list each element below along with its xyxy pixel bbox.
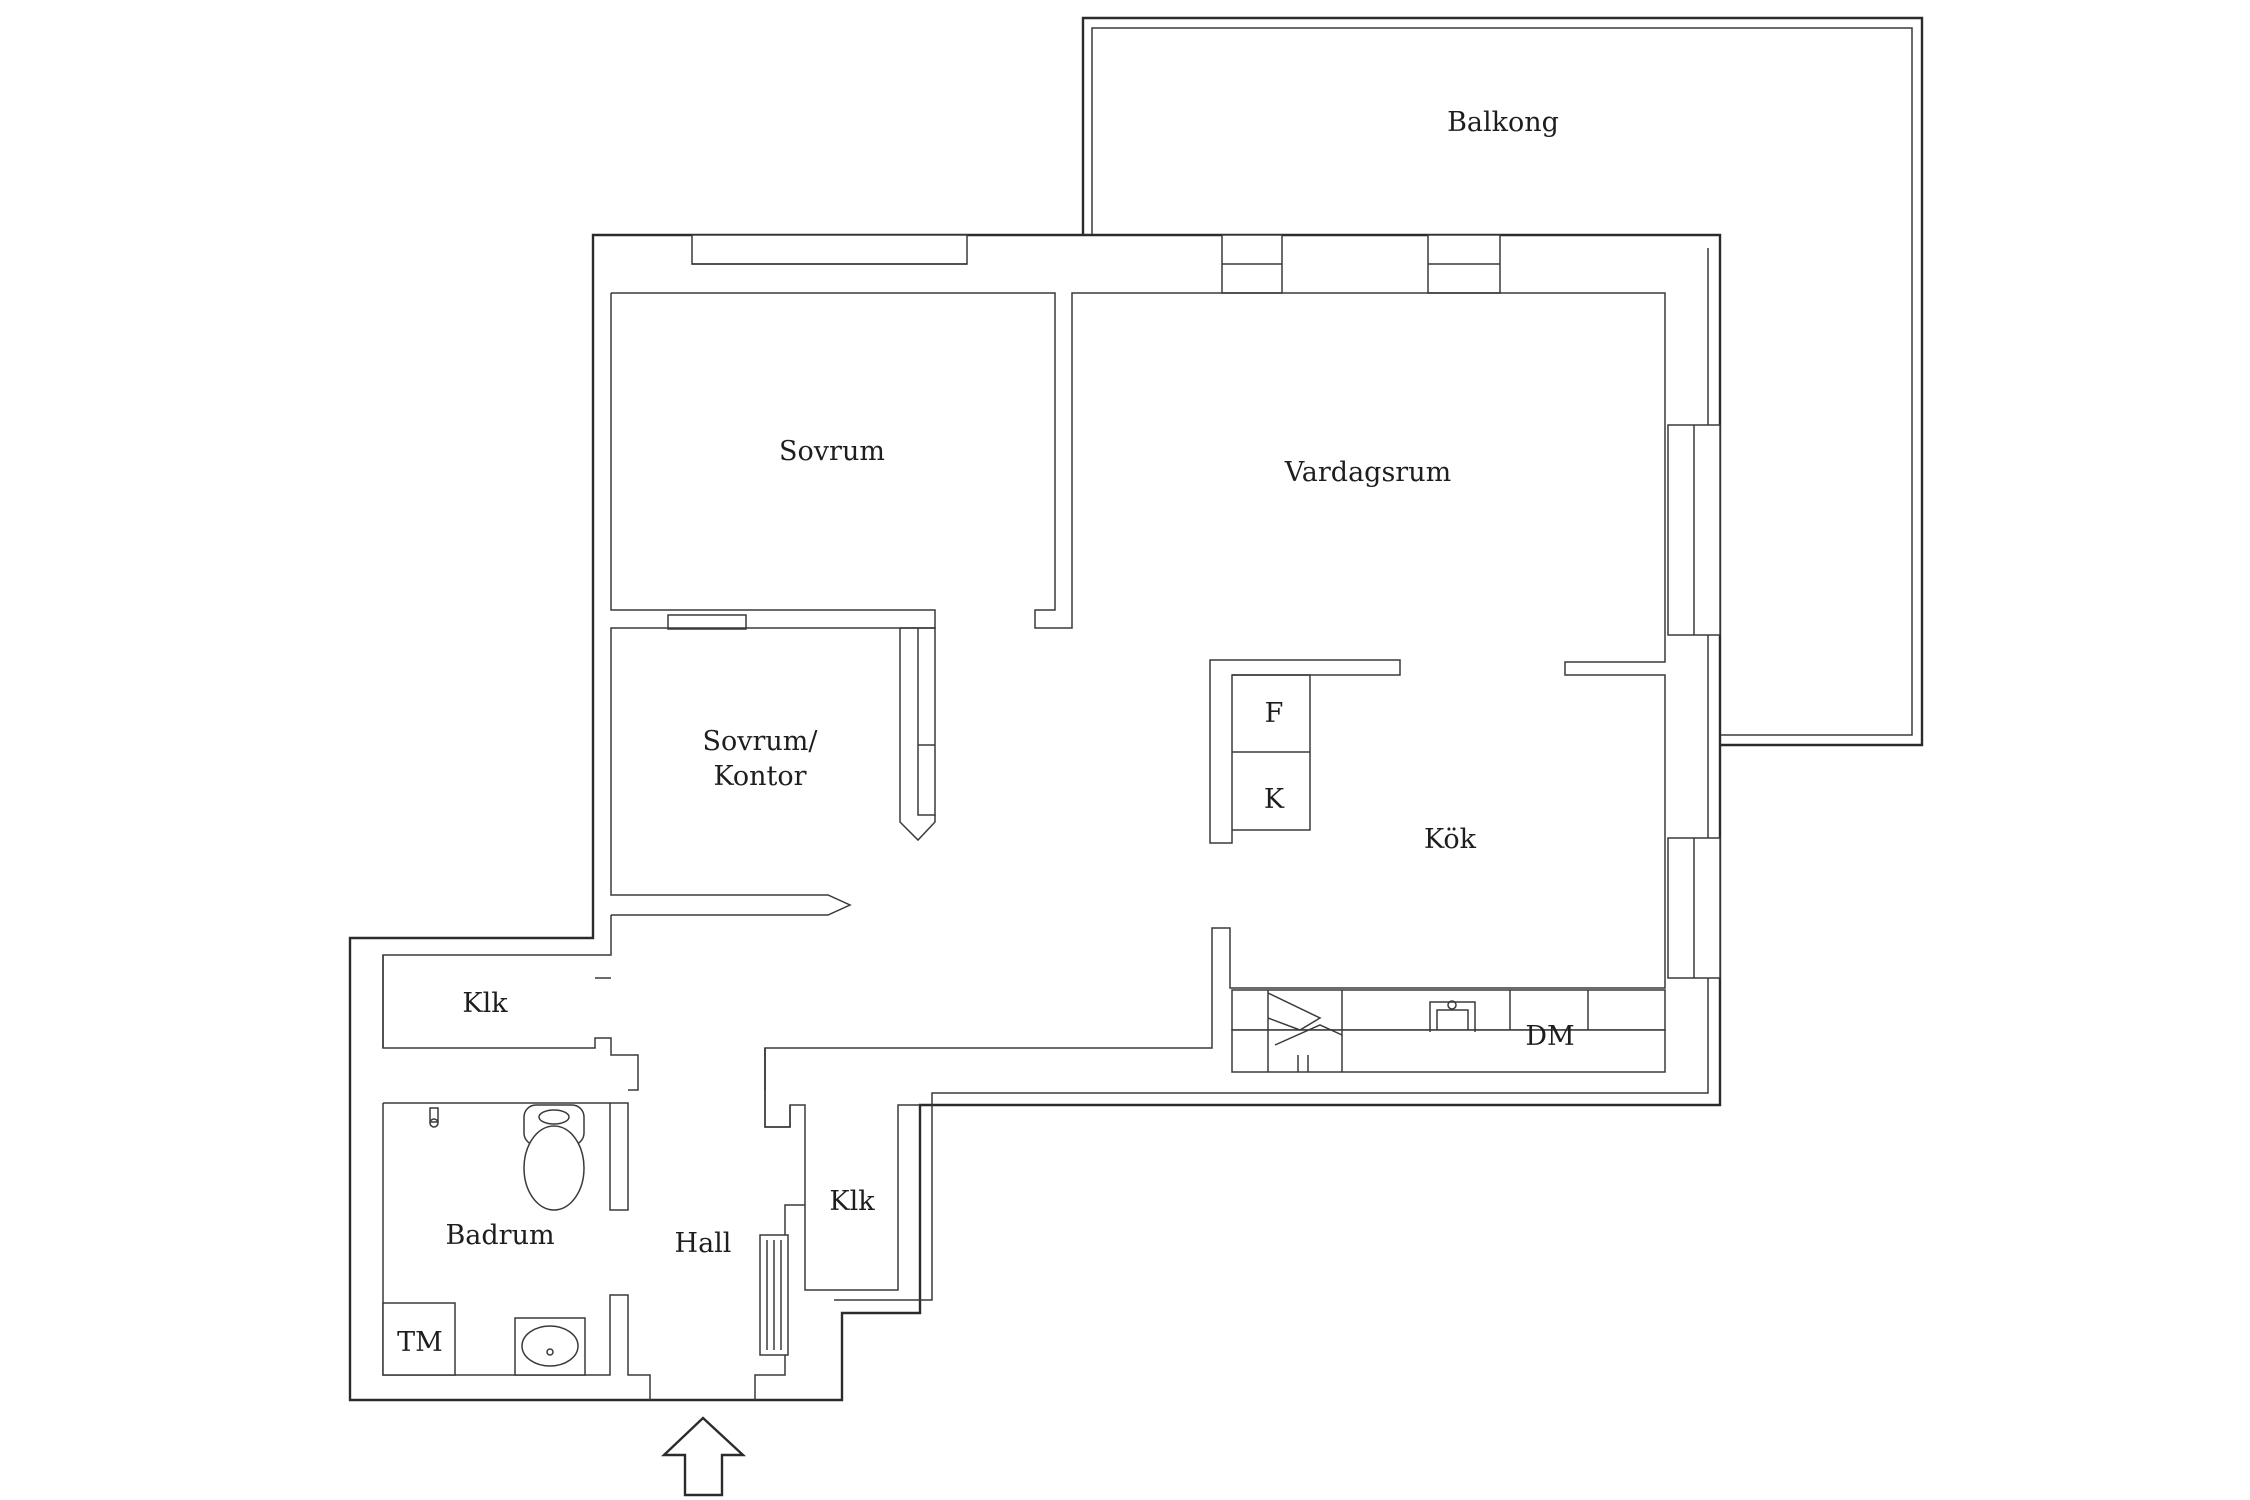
label-freezer: K	[1264, 784, 1285, 815]
label-fridge: F	[1265, 698, 1284, 729]
label-vardagsrum: Vardagsrum	[1284, 457, 1451, 488]
entrance-arrow-icon	[660, 1416, 747, 1497]
shower-faucet	[429, 1107, 439, 1128]
label-balkong: Balkong	[1447, 107, 1559, 138]
label-klk-hall: Klk	[829, 1186, 875, 1217]
window-living-left	[1221, 234, 1283, 294]
balcony	[1081, 16, 1924, 747]
label-klk-left: Klk	[462, 988, 508, 1019]
window-bedroom	[691, 234, 968, 265]
radiator	[759, 1234, 789, 1356]
label-sovrum: Sovrum	[779, 436, 885, 467]
label-badrum: Badrum	[445, 1220, 554, 1251]
washbasin	[514, 1317, 586, 1376]
window-east-lower	[1667, 837, 1721, 979]
washing-machine-box	[382, 1302, 456, 1376]
label-hall: Hall	[675, 1228, 732, 1259]
label-washing-machine: TM	[397, 1327, 443, 1358]
label-dishwasher: DM	[1525, 1021, 1574, 1052]
window-sovrum-kontor	[667, 614, 747, 630]
label-kok: Kök	[1424, 824, 1477, 855]
label-sovrum-kontor-line2: Kontor	[713, 761, 806, 792]
window-living-right	[1427, 234, 1501, 294]
stove	[1267, 992, 1343, 1072]
window-east-upper	[1667, 424, 1721, 636]
sink-kitchen	[1429, 1000, 1476, 1032]
outer-wall	[348, 233, 1722, 1402]
toilet	[523, 1104, 585, 1211]
label-sovrum-kontor-line1: Sovrum/	[702, 726, 818, 757]
